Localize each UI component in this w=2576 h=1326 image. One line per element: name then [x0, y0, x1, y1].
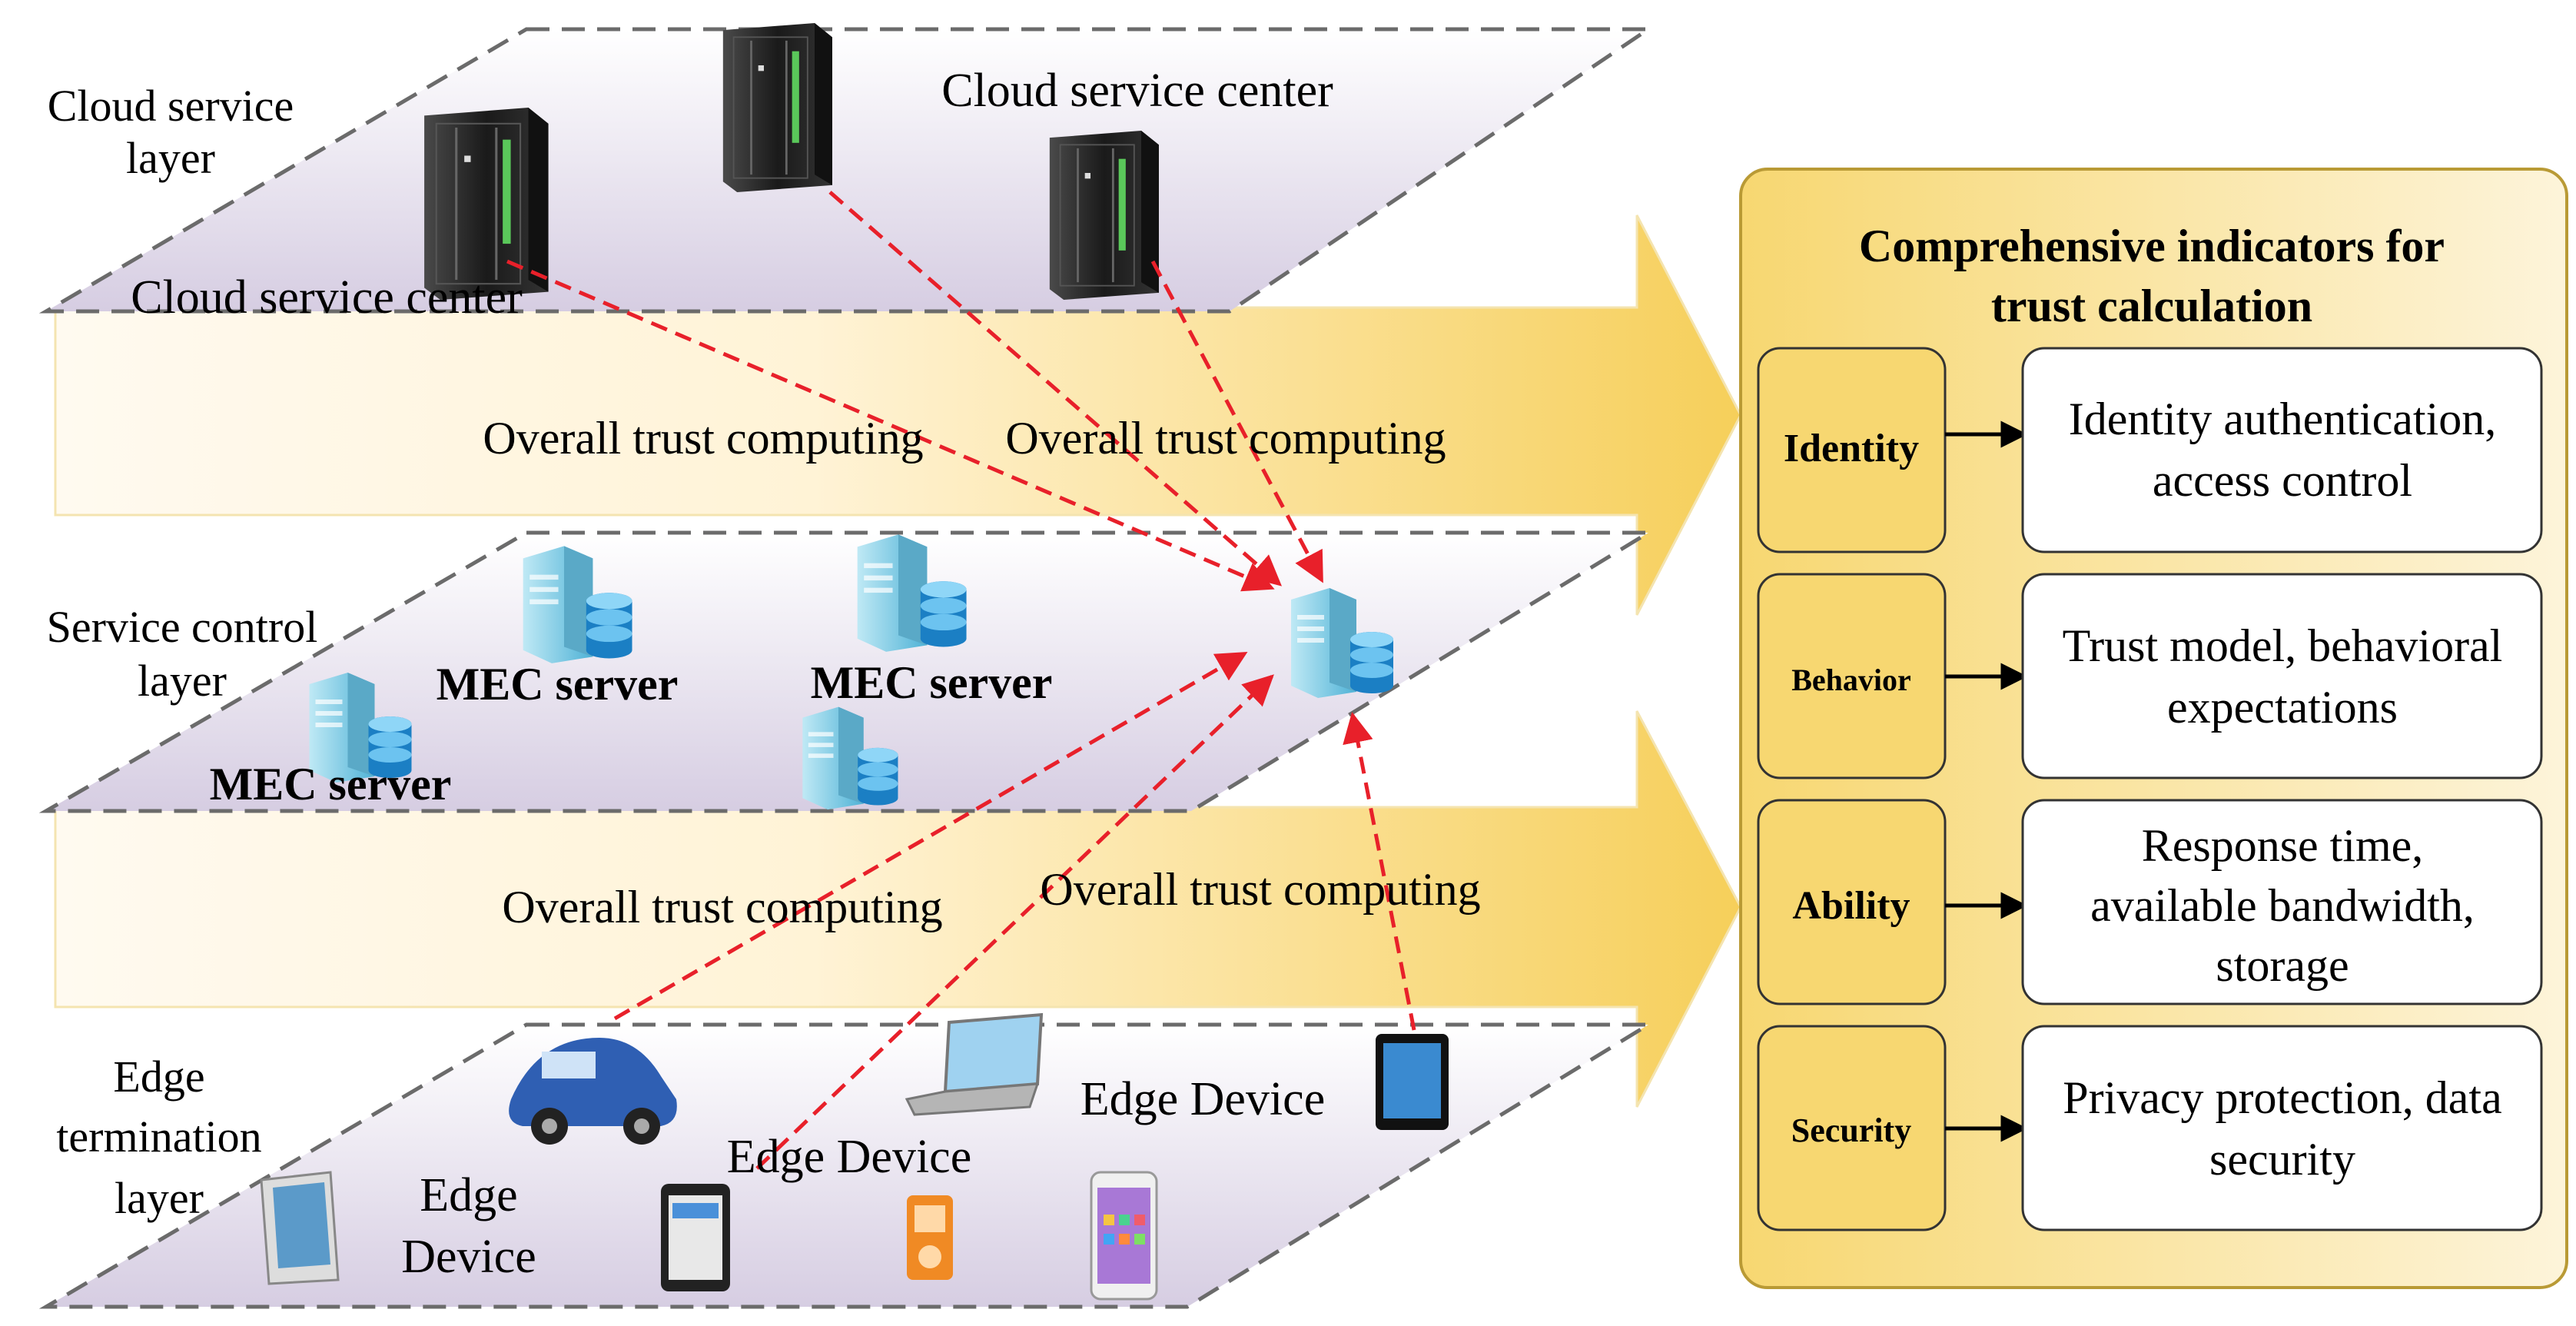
tablet-icon — [1376, 1034, 1449, 1130]
edge-device-label: Edge Device — [727, 1131, 971, 1183]
indicator-category: Ability — [1792, 884, 1910, 928]
cloud-rack-server-icon — [722, 23, 834, 192]
indicators-panel: Comprehensive indicators for trust calcu… — [1739, 168, 2568, 1289]
trust-arrow — [613, 651, 1248, 1021]
upper-flow-band — [54, 214, 1742, 616]
mec-server-label: MEC server — [210, 759, 452, 809]
edge-termination-layer-label: Edge termination layer — [56, 1052, 261, 1223]
layer-label-line: layer — [138, 656, 227, 706]
trust-arrow — [755, 674, 1274, 1170]
panel-title: Comprehensive indicators for — [1859, 221, 2445, 271]
indicator-text: Trust model, behavioral — [2063, 620, 2503, 671]
cloud-center-label: Cloud service center — [131, 271, 523, 324]
indicator-row-identity: Identity Identity authentication, access… — [1757, 347, 2543, 553]
tablet-icon — [260, 1171, 340, 1285]
indicator-row-ability: Ability Response time, available bandwid… — [1757, 799, 2543, 1005]
mec-server-label: MEC server — [437, 659, 679, 710]
cloud-service-layer-label: Cloud service layer — [48, 81, 294, 183]
panel-title: trust calculation — [1991, 281, 2312, 331]
layer-label-line: Cloud service — [48, 81, 294, 131]
layer-label-line: layer — [115, 1173, 204, 1223]
laptop-icon — [905, 1012, 1044, 1116]
trust-arrow — [1343, 712, 1416, 1031]
cloud-service-layer-plane — [38, 27, 1655, 314]
smartphone-icon — [661, 1184, 730, 1291]
indicator-text: Privacy protection, data — [2063, 1072, 2501, 1123]
indicator-text: security — [2209, 1134, 2355, 1185]
cloud-rack-server-icon — [1048, 131, 1160, 300]
trust-arrow — [1150, 260, 1324, 583]
trust-computing-label: Overall trust computing — [502, 882, 942, 932]
indicator-row-behavior: Behavior Trust model, behavioral expecta… — [1757, 573, 2543, 779]
indicator-text: available bandwidth, — [2090, 880, 2475, 931]
edge-device-label: Edge Device — [1081, 1073, 1325, 1125]
indicator-row-security: Security Privacy protection, data securi… — [1757, 1025, 2543, 1231]
edge-device-label: Device — [401, 1231, 536, 1283]
indicator-text: storage — [2216, 940, 2349, 991]
indicator-text: access control — [2153, 455, 2412, 506]
service-control-layer-plane — [38, 530, 1655, 813]
edge-termination-layer-plane — [38, 1022, 1655, 1309]
trust-arrow — [506, 259, 1275, 592]
indicator-category: Behavior — [1791, 663, 1911, 697]
edge-device-label: Edge — [420, 1169, 517, 1221]
media-player-icon — [907, 1195, 953, 1280]
layer-label-line: layer — [126, 133, 215, 183]
service-control-layer-label: Service control layer — [47, 602, 318, 706]
indicator-text: expectations — [2167, 682, 2398, 733]
layer-label-line: termination — [56, 1112, 261, 1161]
trust-arrow — [828, 191, 1283, 587]
indicator-text: Response time, — [2142, 820, 2424, 871]
indicator-category: Identity — [1784, 427, 1919, 470]
layer-label-line: Edge — [113, 1052, 204, 1102]
mec-server-label: MEC server — [811, 657, 1053, 708]
trust-computing-label: Overall trust computing — [1040, 864, 1480, 915]
layer-label-line: Service control — [47, 602, 318, 652]
cloud-center-label: Cloud service center — [941, 65, 1333, 117]
indicator-category: Security — [1791, 1112, 1911, 1149]
smartphone-icon — [1090, 1171, 1158, 1301]
trust-computing-label: Overall trust computing — [483, 413, 923, 464]
trust-computing-label: Overall trust computing — [1005, 413, 1446, 464]
trust-arrows — [506, 191, 1416, 1170]
car-icon — [509, 1038, 677, 1145]
indicator-text: Identity authentication, — [2069, 394, 2497, 444]
